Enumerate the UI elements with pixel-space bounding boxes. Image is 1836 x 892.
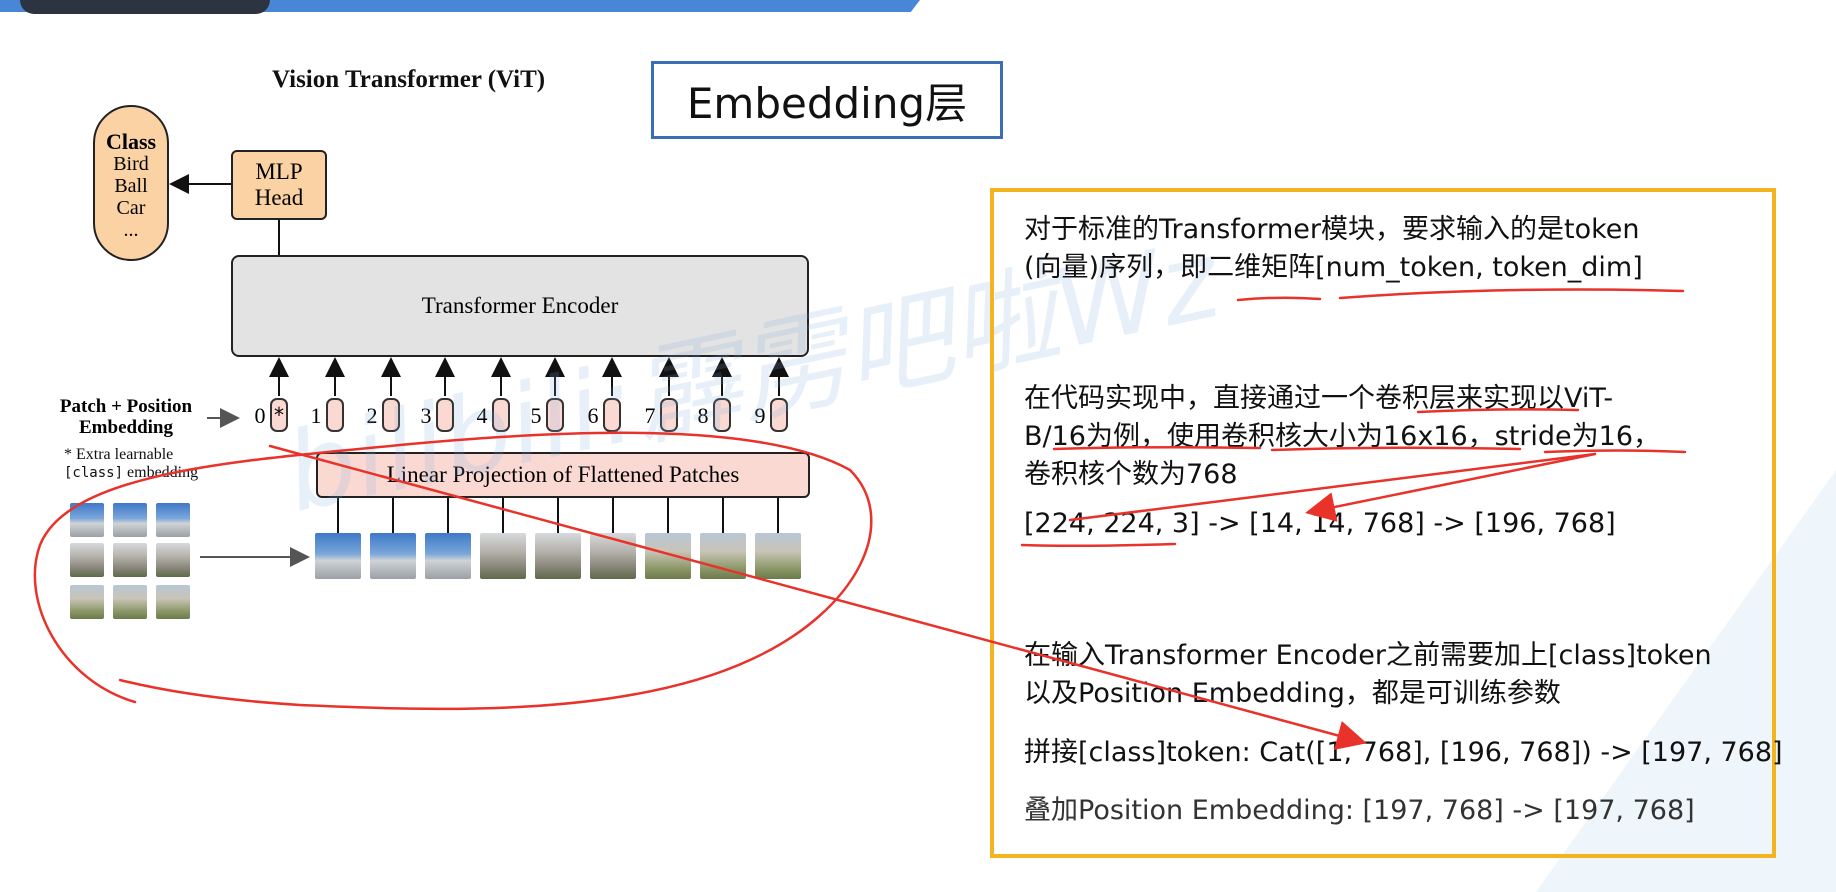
underline-vit-b16 [1052,445,1262,451]
underline-conv-layer [1416,408,1580,414]
patch-token-4 [492,398,510,432]
sequence-patch-9 [755,533,801,579]
class-item-bird: Bird [113,153,149,175]
annotation-line-stride [1068,452,1597,522]
sequence-patch-6 [590,533,636,579]
sequence-patch-8 [700,533,746,579]
annotation-circle [33,431,873,711]
grid-patch-6 [156,543,190,577]
patch-position-label: Patch + Position Embedding [50,396,202,438]
token-number-3: 3 [420,403,432,428]
panel-para3-line1: 在输入Transformer Encoder之前需要加上[class]token [1024,640,1712,671]
underline-2d-matrix [1236,296,1322,302]
annotation-arrow-shape [1305,452,1597,522]
panel-add-line: 叠加Position Embedding: [197, 768] -> [197… [1024,795,1695,826]
patch-token-8 [713,398,731,432]
patch-token-5 [546,398,564,432]
grid-patch-5 [113,543,147,577]
patch-token-2 [382,398,400,432]
extra-embedding-note: * Extra learnable [class] embedding [64,446,198,482]
patch-token-3 [436,398,454,432]
token-number-4: 4 [476,403,488,428]
mlp-head-line1: MLP [255,159,303,184]
token-number-6: 6 [587,403,599,428]
patch-token-9 [770,398,788,432]
token-number-7: 7 [644,403,656,428]
top-bar-pill [20,0,270,14]
class-item-car: Car [116,197,146,219]
panel-para1-line2: (向量)序列，即二维矩阵[num_token, token_dim] [1024,252,1643,283]
underline-stride [1543,449,1687,454]
sequence-patch-2 [370,533,416,579]
sequence-patch-4 [480,533,526,579]
token-number-2: 2 [366,403,378,428]
panel-para2-line3: 卷积核个数为768 [1024,459,1238,490]
grid-patch-9 [156,585,190,619]
underline-kernel-size [1270,446,1522,452]
explanation-panel [990,188,1776,858]
token-number-9: 9 [754,403,766,428]
patch-token-1 [326,398,344,432]
diagram-title: Vision Transformer (ViT) [272,66,546,93]
class-item-more: ... [123,219,139,241]
token-number-0: 0 [254,403,266,428]
extra-note-suffix: embedding [123,464,199,481]
sequence-patch-7 [645,533,691,579]
underline-input-shape [1020,542,1177,548]
transformer-encoder-label: Transformer Encoder [421,293,619,318]
token-up-arrows [269,357,789,396]
grid-patch-3 [156,503,190,537]
sequence-patch-3 [425,533,471,579]
grid-patch-4 [70,543,104,577]
linear-projection-label: Linear Projection of Flattened Patches [386,462,740,487]
extra-note-line2: [class] embedding [64,464,198,482]
grid-patch-7 [70,585,104,619]
mlp-head-box: MLP Head [231,150,327,220]
mlp-head-line2: Head [254,185,304,210]
patch-position-line2: Embedding [79,417,173,438]
extra-note-line1: * Extra learnable [64,446,174,463]
class-box-title: Class [105,129,157,154]
panel-para1-line1: 对于标准的Transformer模块，要求输入的是token [1024,214,1640,245]
class-output-box: Class Bird Ball Car ... [93,105,169,261]
linear-projection-box: Linear Projection of Flattened Patches [316,452,810,498]
patch-token-7 [660,398,678,432]
underline-num-token-dim [1338,288,1685,300]
grid-patch-8 [113,585,147,619]
transformer-encoder-box: Transformer Encoder [231,255,809,357]
annotation-arrow-class-token [268,444,1367,750]
extra-note-class-token: [class] [64,465,124,481]
token-number-5: 5 [530,403,542,428]
class-item-ball: Ball [114,175,148,197]
panel-concat-line: 拼接[class]token: Cat([1, 768], [196, 768]… [1024,737,1783,768]
class-token: * [270,398,288,432]
token-number-8: 8 [697,403,709,428]
panel-para3-line2: 以及Position Embedding，都是可训练参数 [1024,678,1561,709]
section-title: Embedding层 [651,61,1003,139]
patch-token-6 [603,398,621,432]
token-number-1: 1 [310,403,322,428]
sequence-patch-5 [535,533,581,579]
grid-patch-2 [113,503,147,537]
patch-position-line1: Patch + Position [59,396,193,417]
grid-patch-1 [70,503,104,537]
patch-to-projection-lines [337,498,779,533]
sequence-patch-1 [315,533,361,579]
